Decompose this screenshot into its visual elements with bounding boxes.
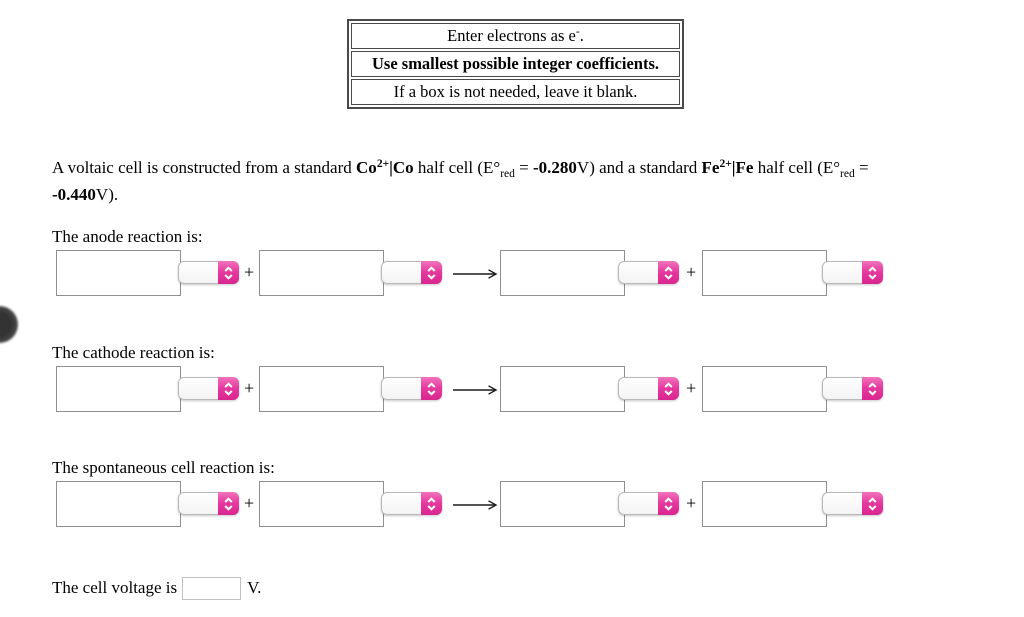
instructions-box: Enter electrons as e-. Use smallest poss… [347, 19, 684, 109]
coefficient-select-1[interactable] [178, 261, 239, 284]
coefficient-select-4[interactable] [822, 261, 883, 284]
question-line-2: -0.440V). [52, 184, 119, 204]
species-input-1[interactable] [56, 250, 181, 296]
coefficient-select-2[interactable] [381, 377, 442, 400]
arrow-right-icon [453, 385, 498, 395]
instruction-row: Enter electrons as e-. [351, 23, 680, 49]
cell-voltage-prefix: The cell voltage is [52, 578, 178, 598]
chevron-updown-icon [421, 261, 442, 284]
plus-sign: + [686, 493, 697, 513]
coefficient-select-3[interactable] [618, 492, 679, 515]
plus-sign: + [244, 262, 255, 282]
coefficient-select-1[interactable] [178, 492, 239, 515]
coefficient-select-3[interactable] [618, 261, 679, 284]
cell-voltage-suffix: V. [247, 578, 262, 598]
reaction-label: The spontaneous cell reaction is: [52, 458, 275, 477]
chevron-updown-icon [862, 377, 883, 400]
species-input-2[interactable] [259, 366, 384, 412]
species-input-4[interactable] [702, 366, 827, 412]
reaction-equation-row: + + [0, 481, 1000, 529]
species-input-1[interactable] [56, 366, 181, 412]
chevron-updown-icon [421, 492, 442, 515]
species-input-2[interactable] [259, 250, 384, 296]
cathode-reaction-section: The cathode reaction is: + + [0, 343, 1000, 421]
chevron-updown-icon [218, 492, 239, 515]
chevron-updown-icon [862, 492, 883, 515]
plus-sign: + [244, 378, 255, 398]
coefficient-select-4[interactable] [822, 492, 883, 515]
reaction-equation-row: + + [0, 250, 1000, 298]
question-line-1: A voltaic cell is constructed from a sta… [52, 158, 869, 180]
chevron-updown-icon [658, 492, 679, 515]
coefficient-select-1[interactable] [178, 377, 239, 400]
coefficient-select-4[interactable] [822, 377, 883, 400]
reaction-label: The anode reaction is: [52, 227, 203, 246]
reaction-label: The cathode reaction is: [52, 343, 215, 362]
plus-sign: + [686, 262, 697, 282]
species-input-4[interactable] [702, 481, 827, 527]
chevron-updown-icon [658, 261, 679, 284]
arrow-right-icon [453, 500, 498, 510]
chevron-updown-icon [218, 261, 239, 284]
coefficient-select-3[interactable] [618, 377, 679, 400]
instruction-row: If a box is not needed, leave it blank. [351, 79, 680, 105]
instruction-row: Use smallest possible integer coefficien… [351, 51, 680, 77]
chevron-updown-icon [658, 377, 679, 400]
species-input-4[interactable] [702, 250, 827, 296]
chevron-updown-icon [421, 377, 442, 400]
question-text: A voltaic cell is constructed from a sta… [52, 155, 982, 208]
anode-reaction-section: The anode reaction is: + + [0, 227, 1000, 305]
chevron-updown-icon [862, 261, 883, 284]
partial-circle-decoration [0, 306, 18, 343]
species-input-3[interactable] [500, 481, 625, 527]
coefficient-select-2[interactable] [381, 492, 442, 515]
arrow-right-icon [453, 269, 498, 279]
species-input-1[interactable] [56, 481, 181, 527]
spontaneous-reaction-section: The spontaneous cell reaction is: + + [0, 458, 1000, 536]
species-input-3[interactable] [500, 250, 625, 296]
coefficient-select-2[interactable] [381, 261, 442, 284]
plus-sign: + [686, 378, 697, 398]
plus-sign: + [244, 493, 255, 513]
species-input-3[interactable] [500, 366, 625, 412]
reaction-equation-row: + + [0, 366, 1000, 414]
species-input-2[interactable] [259, 481, 384, 527]
chevron-updown-icon [218, 377, 239, 400]
cell-voltage-input[interactable] [182, 576, 242, 600]
cell-voltage-line: The cell voltage is V. [52, 576, 261, 600]
